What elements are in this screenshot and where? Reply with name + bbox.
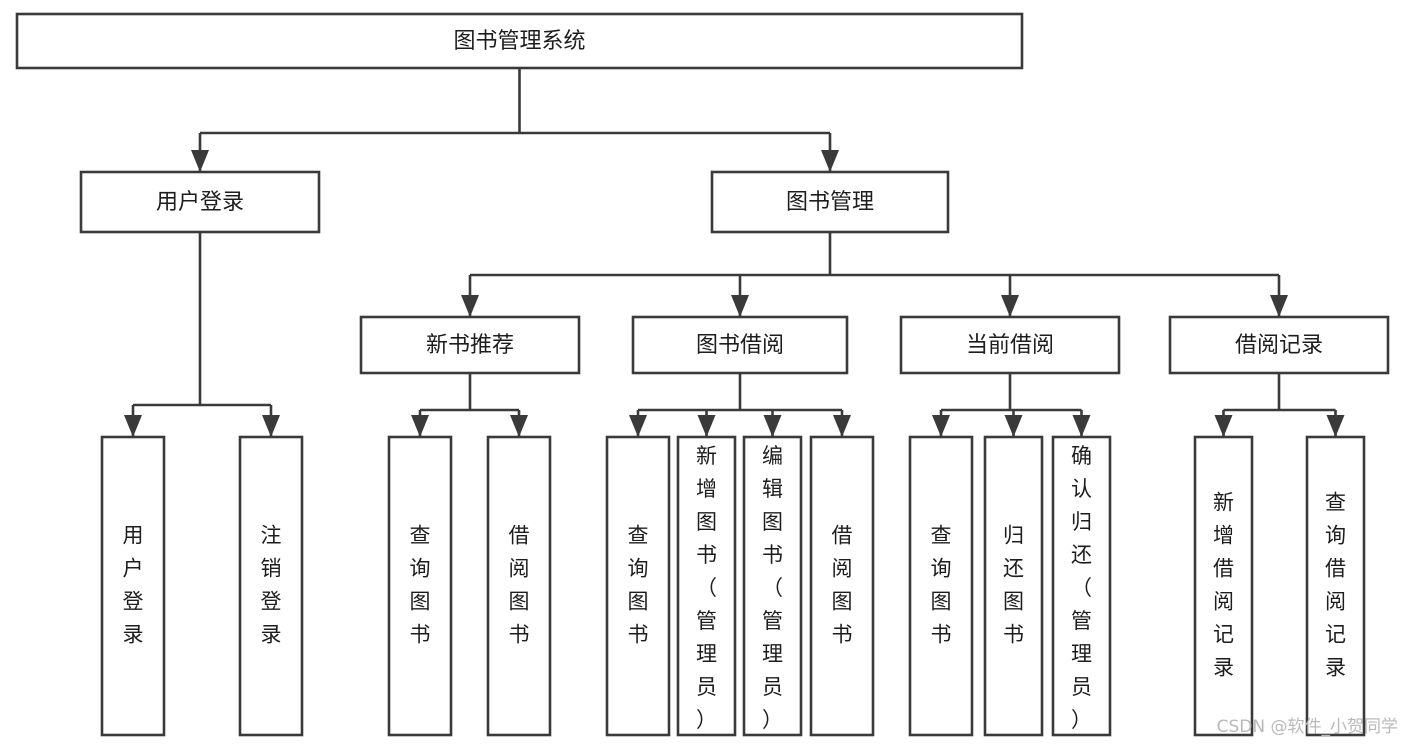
node-box-borrow-record [1168, 315, 1390, 375]
node-label-leaf-user-login: 用户登录 [123, 524, 144, 647]
arrow-head-new-book-recommend-1 [510, 415, 528, 437]
node-box-leaf-add-book [676, 435, 737, 737]
node-box-leaf-query-book-1 [387, 435, 453, 737]
node-box-book-manage [710, 170, 950, 234]
arrow-head-bookmanage-3 [1270, 295, 1288, 317]
node-leaf-user-login[interactable]: 用户登录 [100, 435, 166, 737]
node-leaf-edit-book[interactable]: 编辑图书（管理员） [742, 435, 803, 737]
arrow-head-bookmanage-2 [1001, 295, 1019, 317]
connectors-layer [124, 68, 1345, 437]
arrow-head-book-borrow-2 [763, 415, 782, 437]
node-label-leaf-logout: 注销登录 [261, 524, 282, 647]
node-box-leaf-query-book-2 [605, 435, 671, 737]
node-leaf-query-book-3[interactable]: 查询图书 [908, 435, 974, 737]
arrow-head-borrow-record-0 [1214, 415, 1233, 437]
node-book-borrow[interactable]: 图书借阅 [631, 315, 849, 375]
node-leaf-logout[interactable]: 注销登录 [238, 435, 304, 737]
node-box-root [15, 12, 1024, 70]
node-user-login[interactable]: 用户登录 [79, 170, 321, 234]
node-label-book-borrow: 图书借阅 [696, 333, 784, 358]
arrow-head-user-login-1 [262, 415, 280, 437]
arrow-head-book-borrow-3 [833, 415, 851, 437]
node-leaf-borrow-book-2[interactable]: 借阅图书 [809, 435, 875, 737]
node-label-book-manage: 图书管理 [786, 190, 874, 215]
node-box-leaf-query-record [1305, 435, 1366, 737]
node-borrow-record[interactable]: 借阅记录 [1168, 315, 1390, 375]
node-label-leaf-add-book: 新增图书（管理员） [696, 444, 717, 732]
node-label-leaf-return-book: 归还图书 [1003, 524, 1024, 647]
arrow-head-root-1 [821, 150, 839, 172]
arrow-head-book-borrow-0 [629, 415, 647, 437]
arrow-head-bookmanage-1 [731, 295, 749, 317]
node-current-borrow[interactable]: 当前借阅 [899, 315, 1121, 375]
node-new-book-recommend[interactable]: 新书推荐 [359, 315, 581, 375]
node-leaf-add-record[interactable]: 新增借阅记录 [1193, 435, 1254, 737]
node-label-user-login: 用户登录 [156, 190, 244, 215]
arrow-head-root-0 [191, 150, 209, 172]
node-book-manage[interactable]: 图书管理 [710, 170, 950, 234]
node-label-current-borrow: 当前借阅 [966, 333, 1054, 358]
arrow-head-new-book-recommend-0 [411, 415, 429, 437]
node-box-leaf-borrow-book-1 [486, 435, 552, 737]
node-label-leaf-query-book-3: 查询图书 [931, 524, 952, 647]
node-leaf-confirm-return[interactable]: 确认归还（管理员） [1051, 435, 1112, 737]
nodes-layer: 图书管理系统用户登录图书管理新书推荐图书借阅当前借阅借阅记录用户登录注销登录查询… [15, 12, 1390, 737]
node-label-leaf-add-record: 新增借阅记录 [1213, 491, 1234, 680]
node-box-leaf-user-login [100, 435, 166, 737]
node-box-leaf-confirm-return [1051, 435, 1112, 737]
node-box-leaf-add-record [1193, 435, 1254, 737]
node-leaf-borrow-book-1[interactable]: 借阅图书 [486, 435, 552, 737]
node-box-book-borrow [631, 315, 849, 375]
node-box-leaf-query-book-3 [908, 435, 974, 737]
node-leaf-query-book-2[interactable]: 查询图书 [605, 435, 671, 737]
node-leaf-query-book-1[interactable]: 查询图书 [387, 435, 453, 737]
arrow-head-bookmanage-0 [461, 295, 479, 317]
node-box-current-borrow [899, 315, 1121, 375]
arrow-head-user-login-0 [124, 415, 142, 437]
arrow-head-current-borrow-2 [1072, 415, 1091, 437]
node-label-leaf-query-book-2: 查询图书 [628, 524, 649, 647]
node-label-leaf-confirm-return: 确认归还（管理员） [1071, 444, 1092, 732]
node-leaf-return-book[interactable]: 归还图书 [983, 435, 1044, 737]
node-box-leaf-logout [238, 435, 304, 737]
node-label-leaf-query-record: 查询借阅记录 [1325, 491, 1346, 680]
node-label-leaf-borrow-book-1: 借阅图书 [509, 524, 530, 647]
node-label-leaf-edit-book: 编辑图书（管理员） [762, 444, 783, 732]
node-box-user-login [79, 170, 321, 234]
node-label-borrow-record: 借阅记录 [1235, 333, 1323, 358]
node-box-leaf-borrow-book-2 [809, 435, 875, 737]
arrow-head-current-borrow-1 [1004, 415, 1023, 437]
node-box-leaf-return-book [983, 435, 1044, 737]
node-leaf-add-book[interactable]: 新增图书（管理员） [676, 435, 737, 737]
node-label-leaf-borrow-book-2: 借阅图书 [832, 524, 853, 647]
csdn-watermark: CSDN @软件_小贺同学 [1217, 717, 1398, 737]
node-box-new-book-recommend [359, 315, 581, 375]
arrow-head-current-borrow-0 [932, 415, 950, 437]
arrow-head-borrow-record-1 [1326, 415, 1345, 437]
node-label-leaf-query-book-1: 查询图书 [410, 524, 431, 647]
node-box-leaf-edit-book [742, 435, 803, 737]
node-label-root: 图书管理系统 [453, 29, 585, 54]
node-label-new-book-recommend: 新书推荐 [426, 333, 514, 358]
node-root[interactable]: 图书管理系统 [15, 12, 1024, 70]
arrow-head-book-borrow-1 [697, 415, 716, 437]
node-leaf-query-record[interactable]: 查询借阅记录 [1305, 435, 1366, 737]
